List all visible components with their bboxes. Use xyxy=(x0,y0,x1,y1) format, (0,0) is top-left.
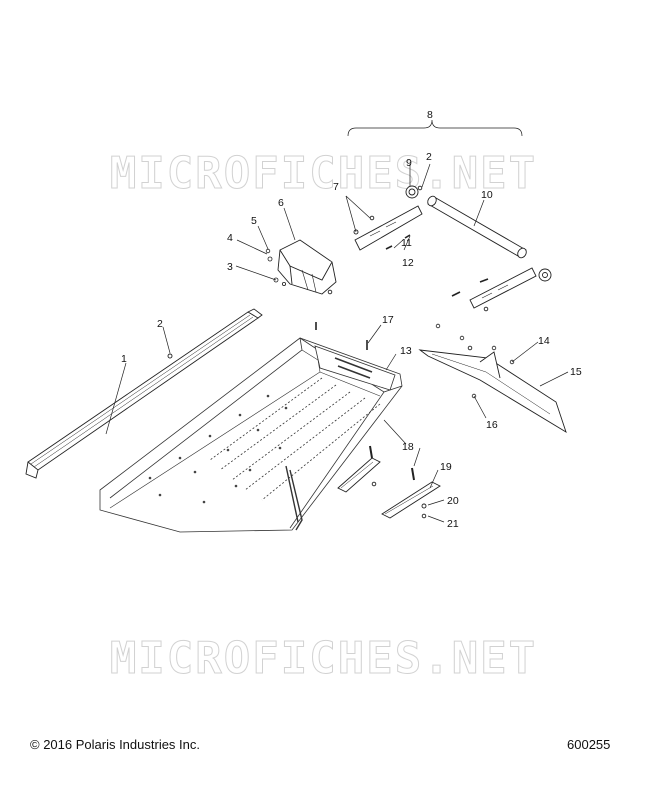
part-cross-shaft xyxy=(427,195,527,259)
part-fasteners-left xyxy=(265,248,286,286)
callout-17: 17 xyxy=(382,314,394,326)
leader-lines xyxy=(105,119,569,523)
callout-13: 13 xyxy=(400,345,412,357)
part-tunnel xyxy=(99,337,403,533)
watermark-bottom: MICROFICHES.NET xyxy=(109,633,538,685)
callout-10: 10 xyxy=(481,189,493,201)
callout-14: 14 xyxy=(538,335,550,347)
callout-4: 4 xyxy=(227,232,233,244)
callout-6: 6 xyxy=(278,197,284,209)
callout-9: 9 xyxy=(406,157,412,169)
callout-1: 1 xyxy=(121,353,127,365)
part-fasteners-mid xyxy=(315,322,515,399)
watermark-top: MICROFICHES.NET xyxy=(109,148,538,200)
callout-19: 19 xyxy=(440,461,452,473)
part-left-arm xyxy=(353,185,423,251)
callout-11: 11 xyxy=(401,237,412,249)
part-rail-strip xyxy=(25,308,263,479)
copyright-text: © 2016 Polaris Industries Inc. xyxy=(30,737,200,752)
part-bracket-box xyxy=(277,239,337,295)
part-right-arm xyxy=(451,267,552,312)
diagram-number: 600255 xyxy=(567,737,611,752)
callout-labels: 1 2 2 3 4 5 6 7 8 9 10 11 12 13 14 15 16… xyxy=(121,109,582,530)
part-flap xyxy=(418,345,567,434)
callout-2-upper: 2 xyxy=(426,151,432,163)
callout-21: 21 xyxy=(447,518,459,530)
callout-20: 20 xyxy=(447,495,459,507)
callout-15: 15 xyxy=(570,366,582,378)
callout-5: 5 xyxy=(251,215,257,227)
callout-2: 2 xyxy=(157,318,163,330)
callout-12: 12 xyxy=(402,257,414,269)
callout-3: 3 xyxy=(227,261,233,273)
callout-8: 8 xyxy=(427,109,433,121)
callout-16: 16 xyxy=(486,419,498,431)
part-slides xyxy=(337,445,441,519)
callout-18: 18 xyxy=(402,441,414,453)
callout-7: 7 xyxy=(333,181,339,193)
